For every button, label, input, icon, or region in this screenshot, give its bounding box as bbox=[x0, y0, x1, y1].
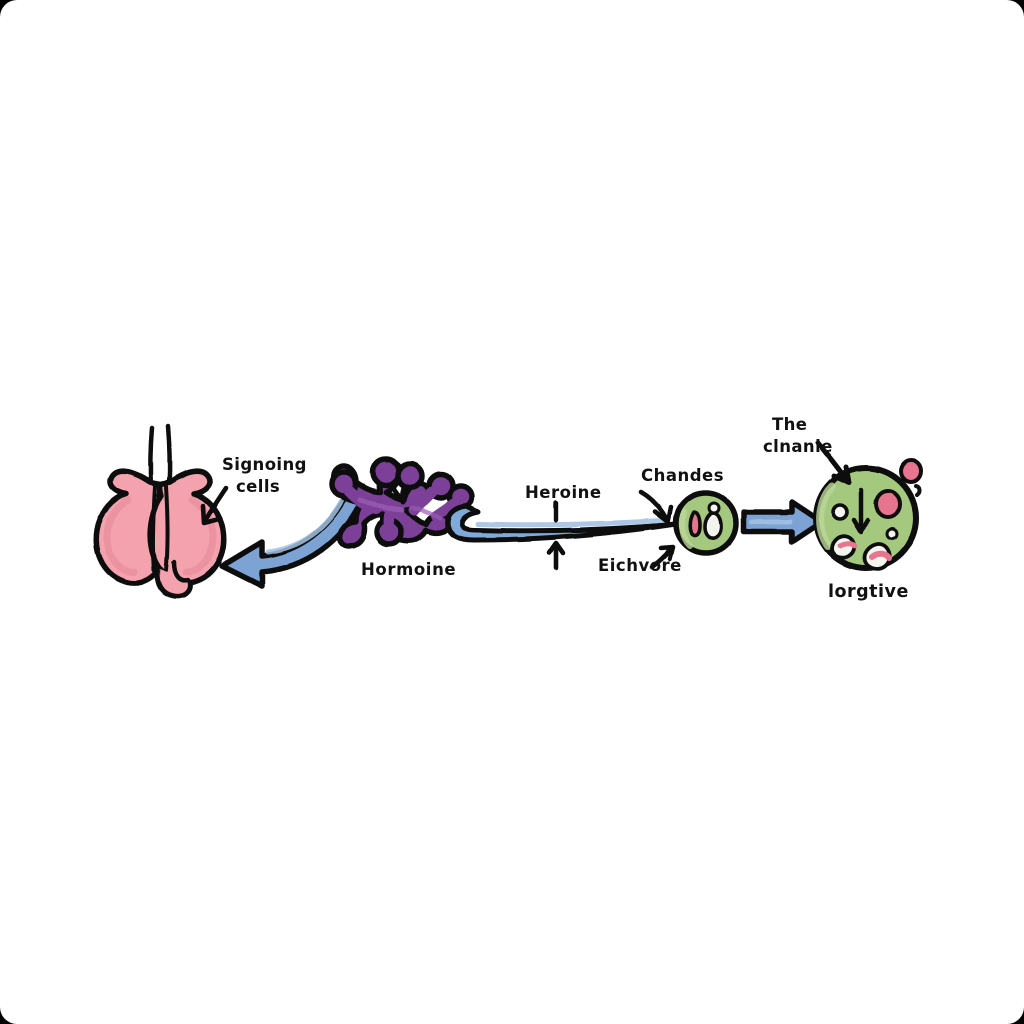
label-the-clnanle-line1: The bbox=[772, 415, 807, 434]
label-the-clnanle-line2: clnanle bbox=[763, 437, 833, 456]
label-signoing-cells-line2: cells bbox=[236, 477, 280, 496]
pointer-arrows bbox=[200, 440, 852, 571]
free-vesicle bbox=[899, 458, 923, 484]
signalling-gland bbox=[93, 423, 227, 599]
hormone-transport-tube bbox=[445, 503, 679, 543]
label-signoing-cells-line1: Signoing bbox=[222, 455, 307, 474]
label-lorgtive: lorgtive bbox=[828, 582, 909, 602]
label-hormoine: Hormoine bbox=[361, 560, 456, 579]
arrow-to-small-cell bbox=[638, 489, 674, 525]
arrow-to-gland bbox=[200, 485, 229, 526]
transition-arrow bbox=[741, 499, 825, 545]
arrow-to-large-cell bbox=[815, 440, 852, 486]
arrow-eichvore bbox=[649, 544, 676, 570]
label-chandes: Chandes bbox=[641, 466, 724, 485]
label-heroine: Heroine bbox=[525, 483, 602, 502]
label-eichvore: Eichvore bbox=[598, 556, 682, 575]
hormone-secreting-neuron bbox=[329, 456, 475, 550]
target-cell-small bbox=[673, 490, 739, 556]
text-labels: Signoing cells Hormoine Heroine Chandes … bbox=[222, 415, 909, 602]
target-cell-large bbox=[813, 465, 919, 571]
tick-mark-icon bbox=[914, 484, 922, 497]
arrow-up-to-tube-b bbox=[546, 540, 566, 571]
